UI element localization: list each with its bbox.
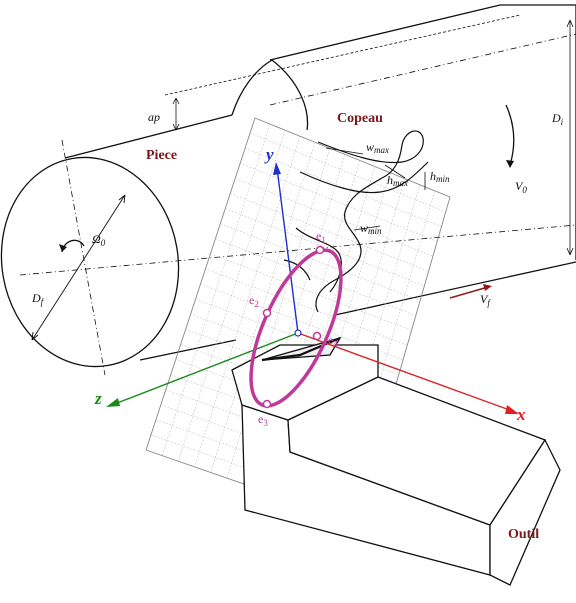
label-piece: Piece <box>146 148 177 163</box>
chip-dimensions <box>325 147 426 231</box>
z-axis-arrowhead <box>106 398 120 407</box>
label-wmax: wmax <box>366 140 389 155</box>
grid-line <box>230 193 429 272</box>
x-axis-line <box>297 332 516 413</box>
label-copeau: Copeau <box>337 111 383 126</box>
label-hmin: hmin <box>430 169 450 184</box>
label-omega: Ω0 <box>92 232 106 248</box>
df-dimension <box>31 194 126 341</box>
grid-line <box>195 298 399 376</box>
workpiece-end-face <box>0 156 180 368</box>
rotation-arrowhead <box>59 244 67 252</box>
grid-line <box>178 130 286 462</box>
point-e2 <box>262 308 272 318</box>
workpiece <box>0 4 576 368</box>
vf-arrowhead <box>483 284 492 291</box>
label-vf: Vf <box>480 292 491 308</box>
v0-arrowhead <box>506 160 514 168</box>
axis-label-z: z <box>94 389 102 408</box>
tool-body-end <box>489 438 561 586</box>
workpiece-bottom-edge <box>334 261 576 316</box>
workpiece-shoulder <box>231 59 273 116</box>
label-df: Df <box>31 291 45 307</box>
axis-label-x: x <box>516 405 526 424</box>
tool <box>231 336 561 586</box>
grid-line <box>244 147 442 227</box>
label-e2: e2 <box>249 293 259 309</box>
label-di: Di <box>551 111 564 127</box>
chip <box>283 130 429 313</box>
point-e1 <box>315 245 325 255</box>
vf-arrow <box>449 286 489 299</box>
label-wmin: wmin <box>360 221 382 236</box>
rotation-arrow <box>61 239 85 253</box>
label-e3: e3 <box>258 412 268 428</box>
grid-line <box>155 419 365 494</box>
label-outil: Outil <box>508 527 539 542</box>
contact-ellipse <box>249 245 343 409</box>
grid-line <box>249 132 446 213</box>
origin-point <box>294 329 302 337</box>
label-e4: e4 <box>328 333 338 349</box>
v0-arrow <box>505 104 515 166</box>
label-ap: ap <box>148 110 160 124</box>
di-dimension <box>566 19 574 256</box>
grid-line <box>215 238 416 316</box>
grid-line <box>205 268 408 346</box>
axis-label-y: y <box>264 145 274 164</box>
grid-line <box>240 163 438 242</box>
coordinate-axes <box>106 162 519 414</box>
z-axis-line <box>111 332 299 406</box>
label-e1: e1 <box>316 229 326 245</box>
grid-line <box>194 136 301 467</box>
small-cyl-bottom-edge <box>139 339 237 361</box>
label-v0: V0 <box>515 179 527 195</box>
grid-line <box>210 253 412 331</box>
y-axis-arrowhead <box>273 162 281 175</box>
label-hmax: hmax <box>387 173 408 188</box>
grid-line <box>225 208 425 287</box>
point-e4 <box>312 331 322 341</box>
grid-line <box>220 223 421 301</box>
grid-line <box>235 178 434 257</box>
workpiece-shoulder-right <box>271 59 309 131</box>
center-lines <box>19 33 576 376</box>
x-axis-arrowhead <box>505 405 519 414</box>
grid-line <box>339 190 436 518</box>
grid-line <box>161 123 271 456</box>
ap-dimension <box>164 14 521 131</box>
y-axis-line <box>276 167 299 334</box>
small-cyl-top-edge <box>64 114 233 159</box>
grid-line <box>150 434 361 509</box>
point-e3 <box>262 399 272 409</box>
workpiece-top-edge <box>269 4 576 61</box>
